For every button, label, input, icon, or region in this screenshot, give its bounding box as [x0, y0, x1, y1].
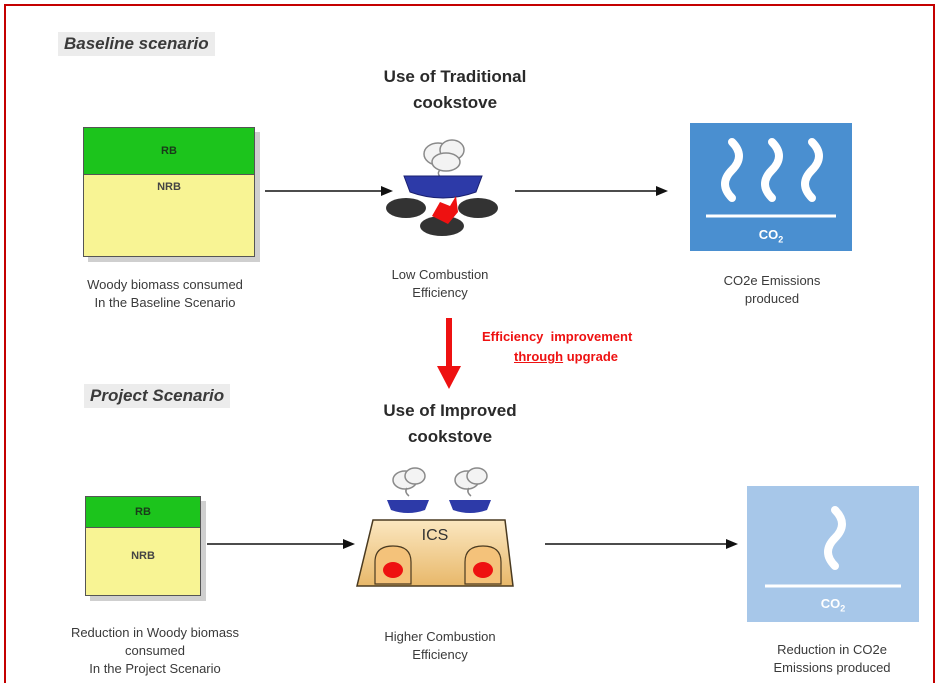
project-co2-label: CO2 [747, 596, 919, 614]
cookstove-icon [386, 139, 498, 236]
baseline-biomass-caption: Woody biomass consumed In the Baseline S… [40, 276, 290, 312]
baseline-emissions-caption-line2: produced [744, 291, 800, 306]
baseline-co2-label: CO2 [690, 227, 852, 245]
project-nrb-segment: NRB [131, 550, 155, 562]
baseline-emissions-caption-line1: CO2e Emissions [723, 273, 821, 288]
project-biomass-caption-line3: In the Project Scenario [89, 661, 221, 676]
project-stove-caption: Higher Combustion Efficiency [345, 628, 535, 664]
baseline-heading-line1: Use of Traditional [383, 67, 527, 86]
baseline-biomass-caption-line2: In the Baseline Scenario [94, 295, 236, 310]
project-heading-line2: cookstove [407, 427, 493, 446]
arrow-right-icon [265, 186, 393, 196]
arrow-right-icon [515, 186, 668, 196]
arrow-right-icon [545, 539, 738, 549]
project-emissions-caption: Reduction in CO2e Emissions produced [727, 641, 937, 677]
baseline-co2-text: CO [758, 227, 779, 242]
baseline-heading-line2: cookstove [412, 93, 498, 112]
project-section-title: Project Scenario [84, 384, 231, 408]
baseline-biomass-block: RB NRB [83, 127, 255, 257]
efficiency-line2-underlined: through [514, 349, 564, 364]
project-co2-subscript: 2 [840, 603, 846, 614]
efficiency-improvement-label: Efficiency improvement through upgrade [482, 327, 632, 367]
baseline-co2-subscript: 2 [778, 234, 784, 245]
efficiency-line1: Efficiency improvement [482, 329, 633, 344]
baseline-section-title: Baseline scenario [58, 32, 215, 56]
diagram-frame [4, 4, 935, 683]
project-biomass-caption-line1: Reduction in Woody biomass [70, 625, 240, 640]
project-stove-heading: Use of Improved cookstove [340, 398, 560, 450]
project-co2-text: CO [820, 596, 841, 611]
baseline-stove-caption-line2: Efficiency [412, 285, 468, 300]
project-heading-line1: Use of Improved [383, 401, 517, 420]
co2-emissions-icon: CO2 [690, 123, 852, 251]
project-stove-caption-line2: Efficiency [412, 647, 468, 662]
arrow-right-icon [207, 539, 355, 549]
baseline-emissions-caption: CO2e Emissions produced [672, 272, 872, 308]
project-biomass-caption: Reduction in Woody biomass consumed In t… [30, 624, 280, 678]
project-biomass-caption-line2: consumed [125, 643, 185, 658]
baseline-stove-heading: Use of Traditional cookstove [340, 64, 570, 116]
co2-emissions-icon: CO2 [747, 486, 919, 622]
project-rb-segment: RB [86, 497, 200, 528]
project-emissions-caption-line1: Reduction in CO2e [777, 642, 887, 657]
improved-cookstove-icon [356, 467, 514, 587]
project-emissions-caption-line2: Emissions produced [773, 660, 891, 675]
steam-icon [454, 467, 488, 497]
efficiency-line2: through upgrade [482, 347, 632, 367]
ics-label: ICS [421, 527, 449, 544]
project-stove-caption-line1: Higher Combustion [384, 629, 496, 644]
arrow-down-icon [437, 318, 461, 389]
efficiency-line2-rest: upgrade [563, 349, 618, 364]
baseline-stove-caption-line1: Low Combustion [391, 267, 489, 282]
baseline-stove-caption: Low Combustion Efficiency [350, 266, 530, 302]
baseline-biomass-caption-line1: Woody biomass consumed [87, 277, 243, 292]
baseline-rb-segment: RB [84, 128, 254, 175]
baseline-nrb-segment: NRB [157, 181, 181, 193]
steam-icon [392, 467, 426, 497]
project-biomass-block: RB NRB [85, 496, 201, 596]
